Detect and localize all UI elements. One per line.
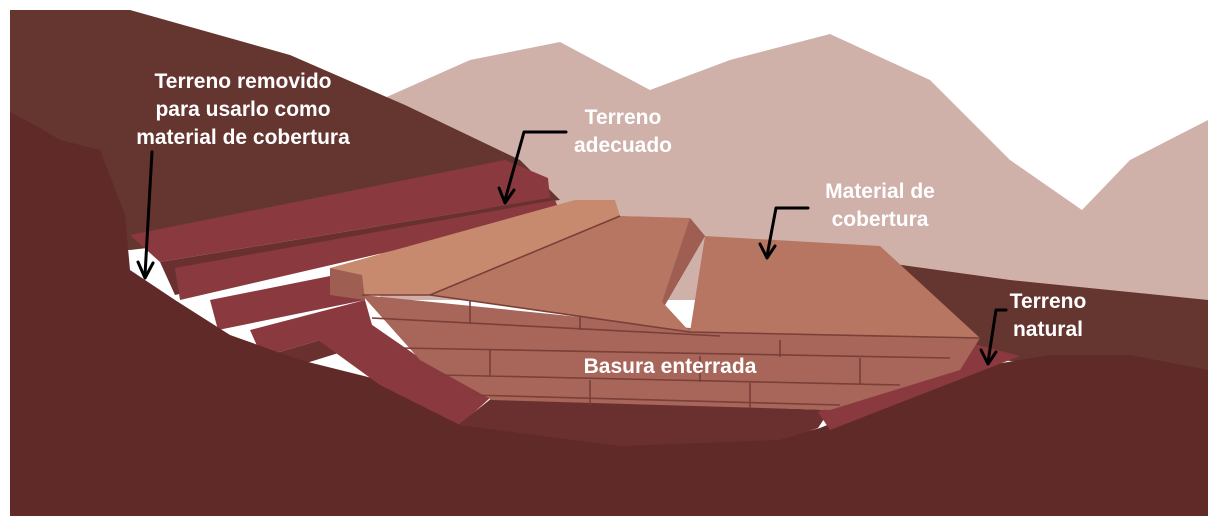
dark-hill-right: [880, 262, 1208, 380]
label-line: Terreno: [1009, 290, 1087, 313]
label-line: Terreno removido: [154, 70, 332, 93]
trash-bricks: [371, 300, 951, 408]
label-basura-enterrada: Basura enterrada: [560, 353, 780, 381]
label-terreno-removido: Terreno removido para usarlo como materi…: [110, 68, 376, 152]
label-material-de-cobertura: Material de cobertura: [800, 178, 960, 234]
pit-floor: [458, 398, 830, 446]
cover-material-step: [662, 218, 705, 332]
label-line: cobertura: [831, 208, 929, 231]
label-line: natural: [1012, 318, 1083, 341]
cover-material-left-side: [330, 268, 365, 300]
arrows: [136, 130, 1008, 366]
pit-wall-left: [318, 318, 490, 425]
arrow-natural: [986, 308, 1008, 364]
cover-material-main: [430, 216, 705, 332]
label-line: Material de: [825, 180, 935, 203]
cover-material-left-slab: [330, 200, 620, 295]
label-line: para usarlo como: [155, 98, 331, 121]
label-line: adecuado: [573, 134, 673, 157]
arrow-adecuado: [503, 130, 568, 202]
arrow-removed-head: [136, 260, 155, 280]
arrow-removed: [143, 150, 154, 277]
pit-wall-right: [818, 340, 1020, 430]
arrow-cobertura-head: [758, 242, 777, 260]
cover-edges: [362, 215, 981, 339]
arrow-natural-head: [979, 348, 998, 366]
label-terreno-adecuado: Terreno adecuado: [548, 104, 698, 160]
ground: [10, 112, 1208, 516]
label-line: Terreno: [584, 106, 662, 129]
cover-material-right: [690, 236, 980, 338]
arrow-adecuado-head: [497, 186, 516, 205]
label-line: material de cobertura: [136, 126, 350, 149]
label-terreno-natural: Terreno natural: [988, 288, 1108, 344]
terrace-steps: [130, 160, 560, 365]
label-line: Basura enterrada: [583, 355, 757, 378]
arrow-cobertura: [765, 206, 810, 258]
